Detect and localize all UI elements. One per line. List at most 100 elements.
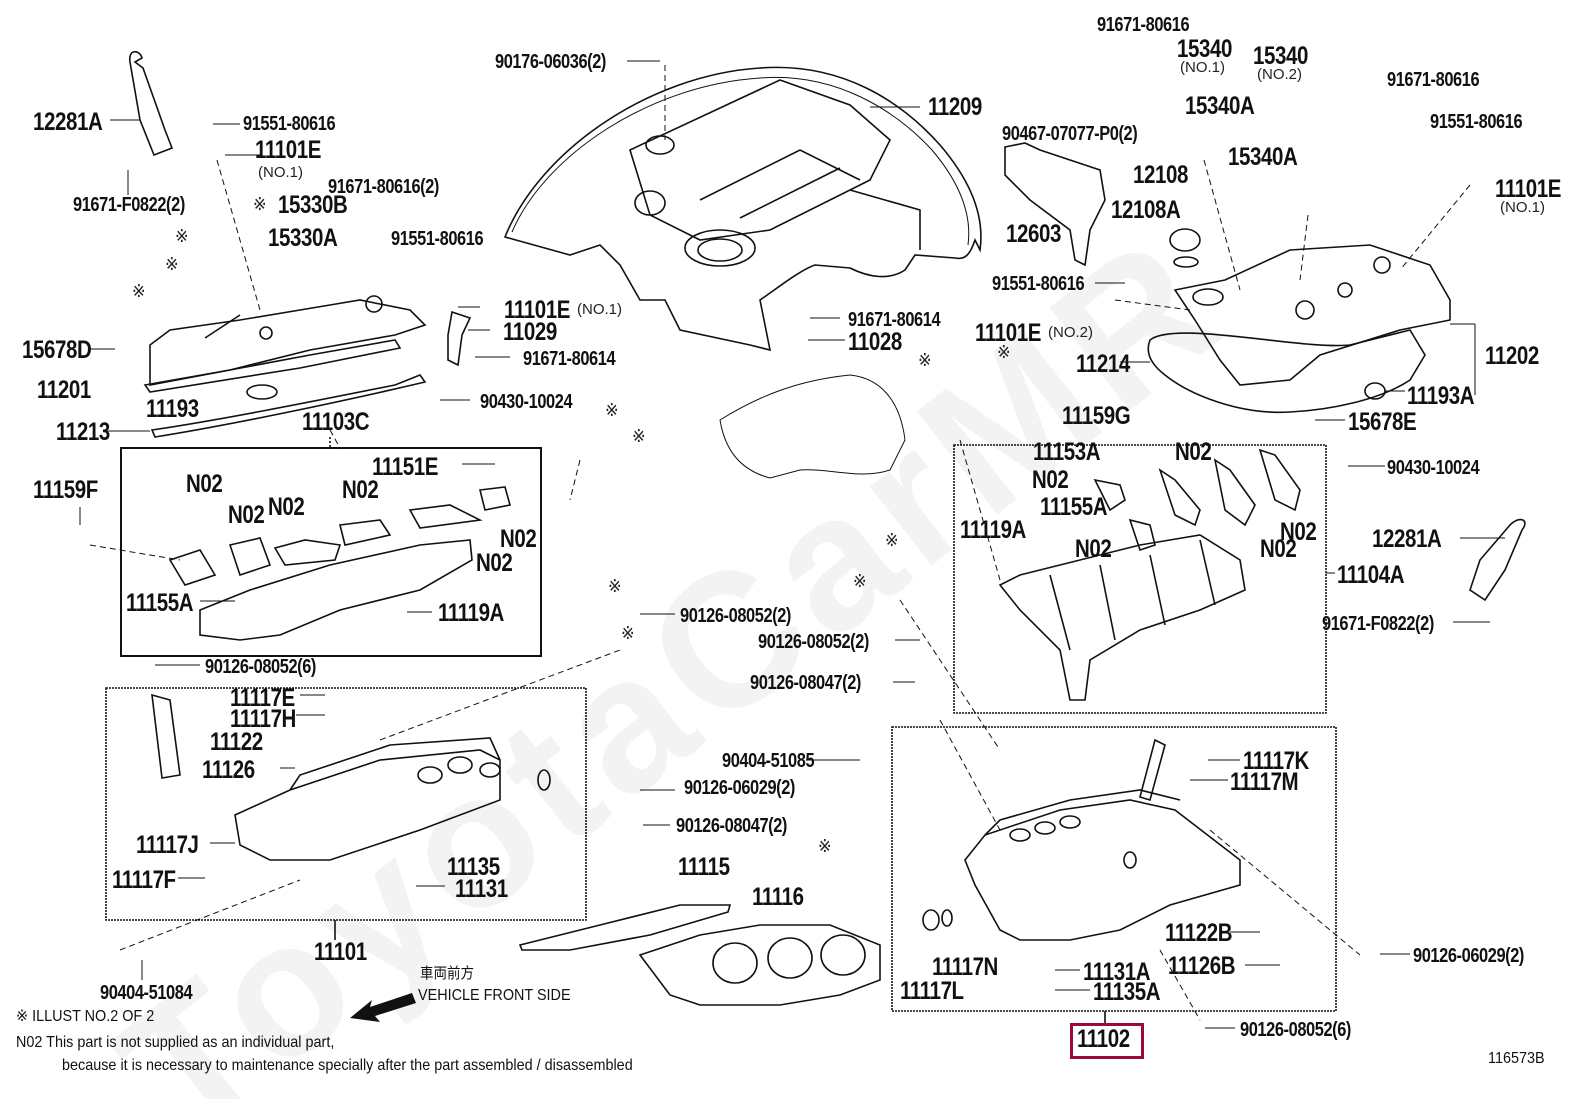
- part-label[interactable]: 91551-80616: [243, 113, 336, 135]
- ref-mark: ※: [132, 281, 146, 302]
- legend-n02-line2: because it is necessary to maintenance s…: [62, 1057, 633, 1074]
- part-label[interactable]: 91671-F0822(2): [1322, 613, 1434, 635]
- part-label[interactable]: 11101E: [255, 136, 321, 164]
- part-label[interactable]: 11135: [447, 853, 500, 881]
- part-label[interactable]: 11153A: [1033, 438, 1101, 466]
- part-label[interactable]: 11116: [752, 883, 804, 911]
- part-label[interactable]: 91671-80614: [523, 348, 616, 370]
- group-label-11103c[interactable]: 11103C: [302, 408, 370, 436]
- part-label[interactable]: 11117J: [136, 831, 199, 859]
- part-label[interactable]: 11202: [1485, 342, 1539, 370]
- group-label-11102[interactable]: 11102: [1077, 1025, 1130, 1053]
- part-label[interactable]: 11117N: [932, 953, 998, 981]
- gasket-11115: [518, 904, 732, 951]
- part-label[interactable]: 91671-80616: [1387, 69, 1480, 91]
- part-label[interactable]: 11126: [202, 756, 255, 784]
- legend-n02-line1: N02 This part is not supplied as an indi…: [16, 1034, 335, 1051]
- bracket-11029: [447, 310, 472, 367]
- part-label[interactable]: 11193: [146, 395, 199, 423]
- part-label[interactable]: 90404-51085: [722, 750, 815, 772]
- part-label[interactable]: 15330A: [268, 224, 338, 252]
- legend-illust: ※ ILLUST NO.2 OF 2: [16, 1008, 155, 1025]
- part-label[interactable]: 11131A: [1083, 958, 1151, 986]
- part-label[interactable]: 90126-08052(6): [1240, 1019, 1351, 1041]
- part-label[interactable]: 90126-08052(2): [758, 631, 869, 653]
- part-label[interactable]: 11117M: [1230, 768, 1299, 796]
- ref-mark: ※: [818, 836, 832, 857]
- part-label[interactable]: 11028: [848, 328, 902, 356]
- part-label[interactable]: 90126-08052(6): [205, 656, 316, 678]
- part-label[interactable]: 15330B: [278, 191, 348, 219]
- part-label[interactable]: 11101E: [1495, 175, 1561, 203]
- part-label[interactable]: 15340: [1177, 35, 1232, 63]
- part-label[interactable]: 11131: [455, 875, 508, 903]
- part-label[interactable]: 11122B: [1165, 919, 1233, 947]
- part-label[interactable]: 11209: [928, 93, 982, 121]
- part-label[interactable]: 12281A: [33, 108, 103, 136]
- part-label[interactable]: 11214: [1076, 350, 1130, 378]
- part-label[interactable]: 90467-07077-P0(2): [1002, 123, 1138, 145]
- part-label[interactable]: 11029: [503, 318, 557, 346]
- part-label[interactable]: 11117F: [112, 866, 176, 894]
- part-label[interactable]: 11115: [678, 853, 730, 881]
- part-label[interactable]: 90126-08052(2): [680, 605, 791, 627]
- part-label[interactable]: 15678D: [22, 336, 92, 364]
- part-label[interactable]: 11213: [56, 418, 110, 446]
- part-label[interactable]: 91551-80616: [391, 228, 484, 250]
- part-label[interactable]: 91671-F0822(2): [73, 194, 185, 216]
- part-label[interactable]: 11135A: [1093, 978, 1161, 1006]
- part-label[interactable]: 11117H: [230, 705, 296, 733]
- part-label[interactable]: 11155A: [126, 589, 194, 617]
- part-label[interactable]: 11193A: [1407, 382, 1475, 410]
- part-label[interactable]: 11122: [210, 728, 263, 756]
- n02-label: N02: [186, 470, 223, 498]
- part-label[interactable]: 90430-10024: [480, 391, 573, 413]
- direction-label-jp: 車両前方: [420, 965, 475, 982]
- part-label[interactable]: 11159G: [1062, 402, 1131, 430]
- part-label[interactable]: 11155A: [1040, 493, 1108, 521]
- part-label[interactable]: 11101E: [504, 296, 570, 324]
- part-sublabel: (NO.1): [577, 301, 622, 318]
- part-label[interactable]: 15340: [1253, 42, 1308, 70]
- part-label[interactable]: 11151E: [372, 453, 438, 481]
- part-label[interactable]: 90126-08047(2): [676, 815, 787, 837]
- part-label[interactable]: 11117E: [230, 684, 295, 712]
- part-label[interactable]: 11159F: [33, 476, 98, 504]
- part-label[interactable]: 91551-80616: [992, 273, 1085, 295]
- part-label[interactable]: 90404-51084: [100, 982, 193, 1004]
- part-label[interactable]: 11119A: [960, 516, 1026, 544]
- part-label[interactable]: 90176-06036(2): [495, 51, 606, 73]
- part-label[interactable]: 15678E: [1348, 408, 1417, 436]
- n02-label: N02: [342, 476, 379, 504]
- part-label[interactable]: 11117L: [900, 977, 964, 1005]
- part-label[interactable]: 90430-10024: [1387, 457, 1480, 479]
- gasket-11116: [638, 924, 881, 1006]
- part-label[interactable]: 12108: [1133, 161, 1188, 189]
- group-label-11101[interactable]: 11101: [314, 938, 367, 966]
- part-label[interactable]: 11117K: [1243, 747, 1309, 775]
- n02-label: N02: [268, 493, 305, 521]
- part-label[interactable]: 11201: [37, 376, 91, 404]
- part-label[interactable]: 90126-06029(2): [1413, 945, 1524, 967]
- part-label[interactable]: 11101E: [975, 319, 1041, 347]
- part-label[interactable]: 12108A: [1111, 196, 1181, 224]
- part-label[interactable]: 12281A: [1372, 525, 1442, 553]
- cylinder-head-11101: [151, 693, 551, 861]
- part-label[interactable]: 11104A: [1337, 561, 1405, 589]
- part-sublabel: (NO.1): [1180, 59, 1225, 76]
- part-label[interactable]: 91551-80616: [1430, 111, 1523, 133]
- part-label[interactable]: 11126B: [1168, 952, 1236, 980]
- intake-sketch: [719, 374, 906, 479]
- part-label[interactable]: 15340A: [1185, 92, 1255, 120]
- part-label[interactable]: 12603: [1006, 220, 1061, 248]
- selected-part-highlight[interactable]: [1070, 1023, 1144, 1059]
- part-label[interactable]: 11119A: [438, 599, 504, 627]
- part-label[interactable]: 91671-80616: [1097, 14, 1190, 36]
- part-label[interactable]: 91671-80614: [848, 309, 941, 331]
- part-label[interactable]: 91671-80616(2): [328, 176, 439, 198]
- part-label[interactable]: 90126-06029(2): [684, 777, 795, 799]
- part-label[interactable]: 15340A: [1228, 143, 1298, 171]
- engine-cover-11209: [503, 66, 982, 352]
- part-label[interactable]: 90126-08047(2): [750, 672, 861, 694]
